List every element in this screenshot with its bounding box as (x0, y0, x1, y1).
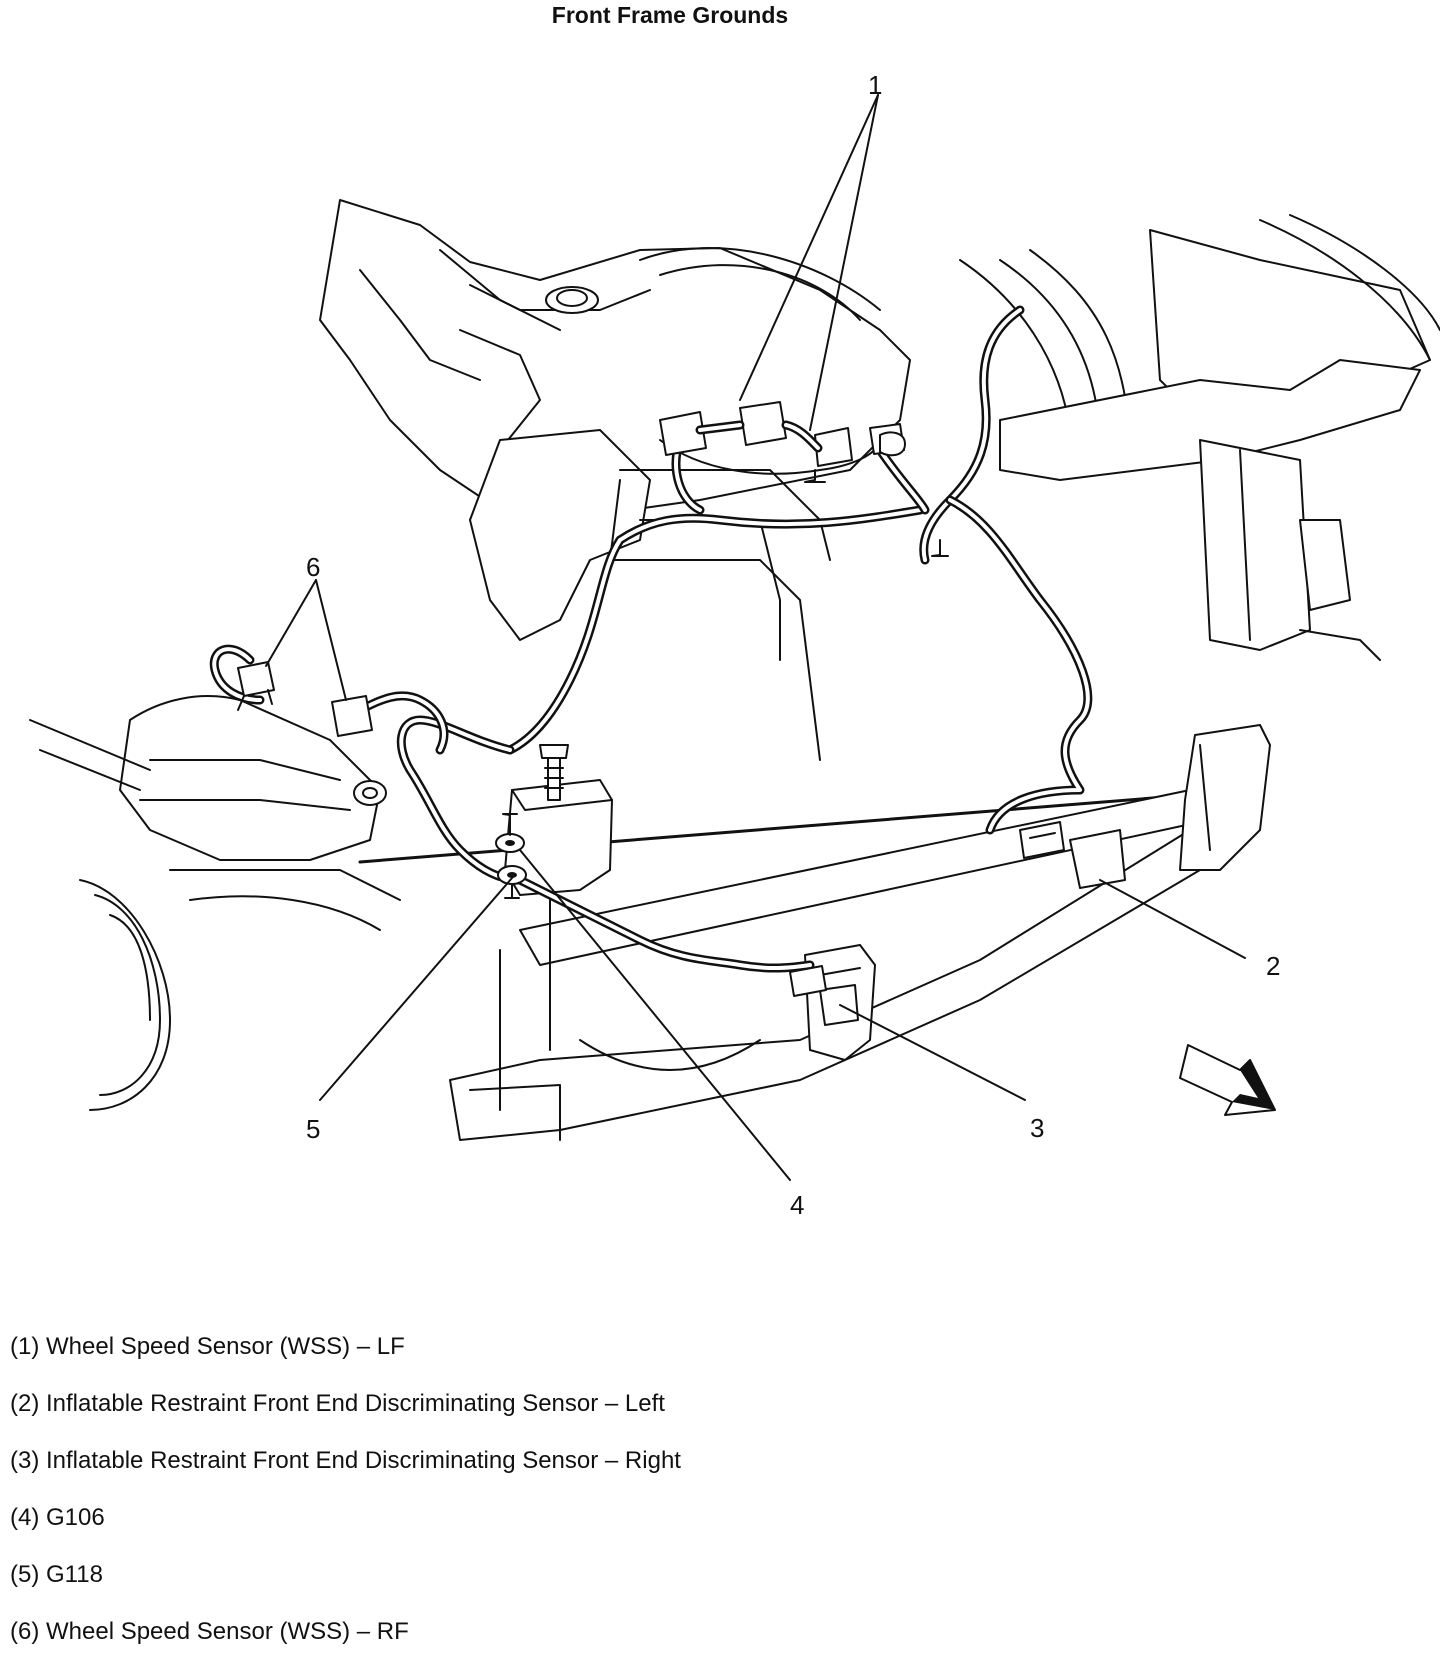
callout-4: 4 (790, 1190, 804, 1220)
legend-item-2: (2) Inflatable Restraint Front End Discr… (10, 1390, 665, 1417)
right-sensor-bracket (804, 944, 876, 1061)
left-sensor-bracket (1069, 724, 1271, 889)
right-wheel-hub (29, 695, 401, 1111)
component-legend: (1) Wheel Speed Sensor (WSS) – LF (2) In… (10, 1332, 1010, 1674)
callout-1: 1 (868, 70, 882, 100)
legend-item-1: (1) Wheel Speed Sensor (WSS) – LF (10, 1333, 405, 1360)
callout-6: 6 (306, 552, 320, 582)
wiring-harness (209, 305, 1093, 973)
callout-5: 5 (306, 1114, 320, 1144)
front-end-discriminating-sensors (789, 821, 1065, 997)
callout-2: 2 (1266, 951, 1280, 981)
legend-item-6: (6) Wheel Speed Sensor (WSS) – RF (10, 1618, 409, 1645)
leader-lines (265, 94, 1246, 1181)
lf-wss-connectors (659, 401, 949, 557)
right-fender-panel (959, 214, 1440, 661)
legend-item-5: (5) G118 (10, 1561, 103, 1588)
legend-item-3: (3) Inflatable Restraint Front End Discr… (10, 1447, 681, 1474)
rf-wss-connectors (237, 661, 373, 737)
ground-bracket (504, 744, 613, 896)
diagram-title: Front Frame Grounds (551, 2, 789, 28)
front-direction-arrow-icon (1179, 1044, 1276, 1116)
ground-eyelets (495, 813, 527, 899)
front-frame-illustration: 1 2 3 4 5 6 (29, 70, 1440, 1220)
callout-3: 3 (1030, 1113, 1044, 1143)
legend-item-4: (4) G106 (10, 1504, 105, 1531)
